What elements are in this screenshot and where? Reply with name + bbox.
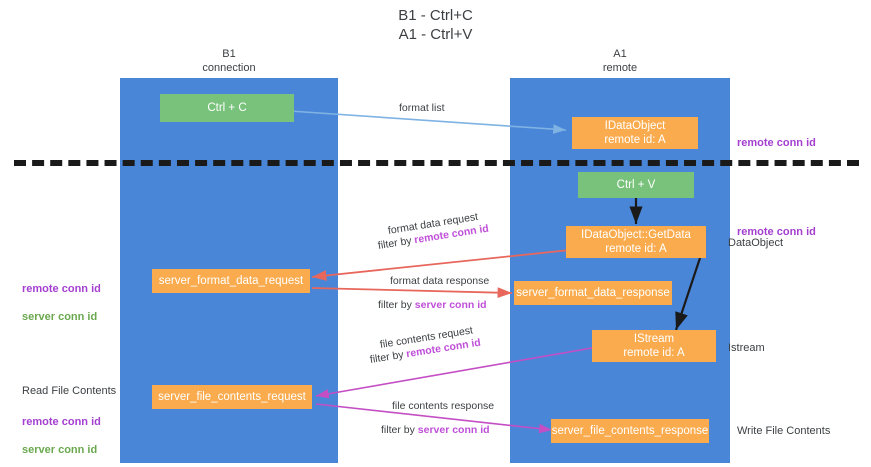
side-label-server-conn-id-left-mid: server conn id [22,311,98,323]
side-label-remote-conn-id-left-low: remote conn id [22,416,101,428]
node-server-format-data-response[interactable]: server_format_data_response [514,281,672,305]
edge-label-file-contents-response-filter-key: server conn id [417,424,490,436]
node-server-file-contents-response[interactable]: server_file_contents_response [551,419,709,443]
edge-label-format-data-response-filter-prefix: filter by [378,299,415,311]
node-idataobject[interactable]: IDataObject remote id: A [572,117,698,149]
side-label-remote-conn-id-mid: remote conn id [737,211,816,239]
node-ctrl-v[interactable]: Ctrl + V [578,172,694,198]
node-idataobject-getdata[interactable]: IDataObject::GetData remote id: A [566,226,706,258]
page-title: B1 - Ctrl+C A1 - Ctrl+V [398,7,473,43]
section-divider [14,160,859,166]
side-label-server-conn-id-left-low: server conn id [22,444,98,456]
edge-label-file-contents-response-filter: filter by server conn id [381,423,490,437]
edge-label-format-data-response: format data response [390,275,490,287]
node-server-format-data-request[interactable]: server_format_data_request [152,269,310,293]
lane-header-b1: B1 connection [202,48,256,74]
side-label-conn-ids-mid: remote conn id server conn id [22,268,101,324]
edge-label-file-contents-request-filter-prefix: filter by [369,348,408,366]
side-label-read-file-contents: Read File Contents [22,385,117,397]
side-label-conn-ids-low: remote conn id server conn id [22,401,101,457]
edge-label-format-data-response-filter-key: server conn id [414,299,487,311]
side-label-remote-conn-id-top-text: remote conn id [737,137,816,149]
side-label-remote-conn-id-left-mid: remote conn id [22,283,101,295]
edge-label-file-contents-response: file contents response [392,400,495,412]
edge-label-format-list: format list [399,102,445,114]
side-label-write-file-contents: Write File Contents [737,425,831,437]
side-label-remote-conn-id-mid-text: remote conn id [737,226,816,238]
edge-label-format-data-response-filter: filter by server conn id [378,298,487,312]
side-label-istream: Istream [728,342,765,354]
node-ctrl-c[interactable]: Ctrl + C [160,94,294,122]
side-label-dataobject: DataObject [728,237,784,249]
node-server-file-contents-request[interactable]: server_file_contents_request [152,385,312,409]
edge-label-format-data-request-filter-prefix: filter by [377,234,416,252]
side-label-remote-conn-id-top: remote conn id [737,122,816,150]
edge-label-file-contents-response-filter-prefix: filter by [381,424,418,436]
lane-header-a1: A1 remote [602,48,638,74]
node-istream[interactable]: IStream remote id: A [592,330,716,362]
